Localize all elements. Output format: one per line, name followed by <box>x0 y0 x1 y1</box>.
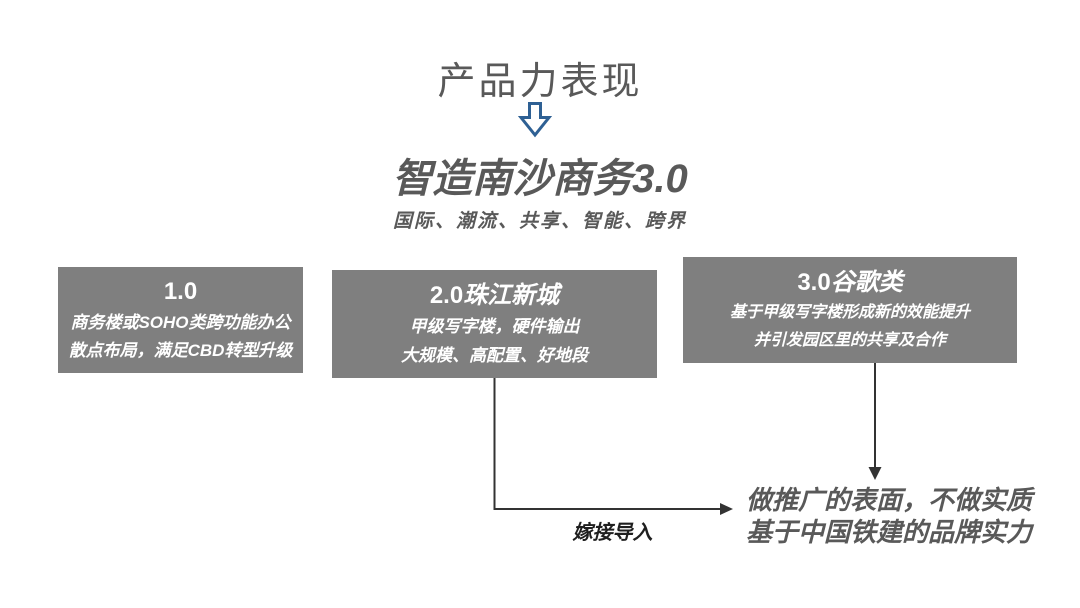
page-title: 产品力表现 <box>437 61 643 103</box>
box-title-text: 谷歌类 <box>830 269 903 296</box>
down-arrowhead-icon <box>868 467 882 480</box>
box-title-number: 1.0 <box>163 278 198 306</box>
conclusion-line-1: 做推广的表面，不做实质 <box>746 485 1033 515</box>
box-line: 商务楼或SOHO类跨功能办公 <box>70 313 291 333</box>
box-line: 并引发园区里的共享及合作 <box>753 331 946 349</box>
box-title: 1.0 <box>164 279 197 304</box>
box-line: 甲级写字楼，硬件输出 <box>409 317 580 337</box>
right-arrowhead-icon <box>720 503 733 515</box>
box-title: 2.0珠江新城 <box>430 283 559 308</box>
version-box-2: 2.0珠江新城 甲级写字楼，硬件输出 大规模、高配置、好地段 <box>332 270 657 378</box>
box-title-text: 珠江新城 <box>463 281 560 309</box>
elbow-connector-line <box>493 378 721 510</box>
subtitle: 国际、潮流、共享、智能、跨界 <box>392 211 687 232</box>
block-down-arrow-icon <box>515 100 555 140</box>
version-box-1: 1.0 商务楼或SOHO类跨功能办公 散点布局，满足CBD转型升级 <box>58 267 303 373</box>
conclusion-text: 做推广的表面，不做实质 基于中国铁建的品牌实力 <box>746 484 1032 548</box>
version-box-3: 3.0谷歌类 基于甲级写字楼形成新的效能提升 并引发园区里的共享及合作 <box>683 257 1017 363</box>
box-title: 3.0谷歌类 <box>797 270 902 295</box>
main-heading: 智造南沙商务3.0 <box>392 157 688 201</box>
box-title-number: 2.0 <box>429 281 464 309</box>
box-title-number: 3.0 <box>797 269 831 296</box>
conclusion-line-2: 基于中国铁建的品牌实力 <box>746 517 1033 547</box>
box-line: 大规模、高配置、好地段 <box>401 345 588 365</box>
connector-label: 嫁接导入 <box>572 522 653 544</box>
box-line: 基于甲级写字楼形成新的效能提升 <box>729 304 970 322</box>
box-line: 散点布局，满足CBD转型升级 <box>68 341 293 360</box>
